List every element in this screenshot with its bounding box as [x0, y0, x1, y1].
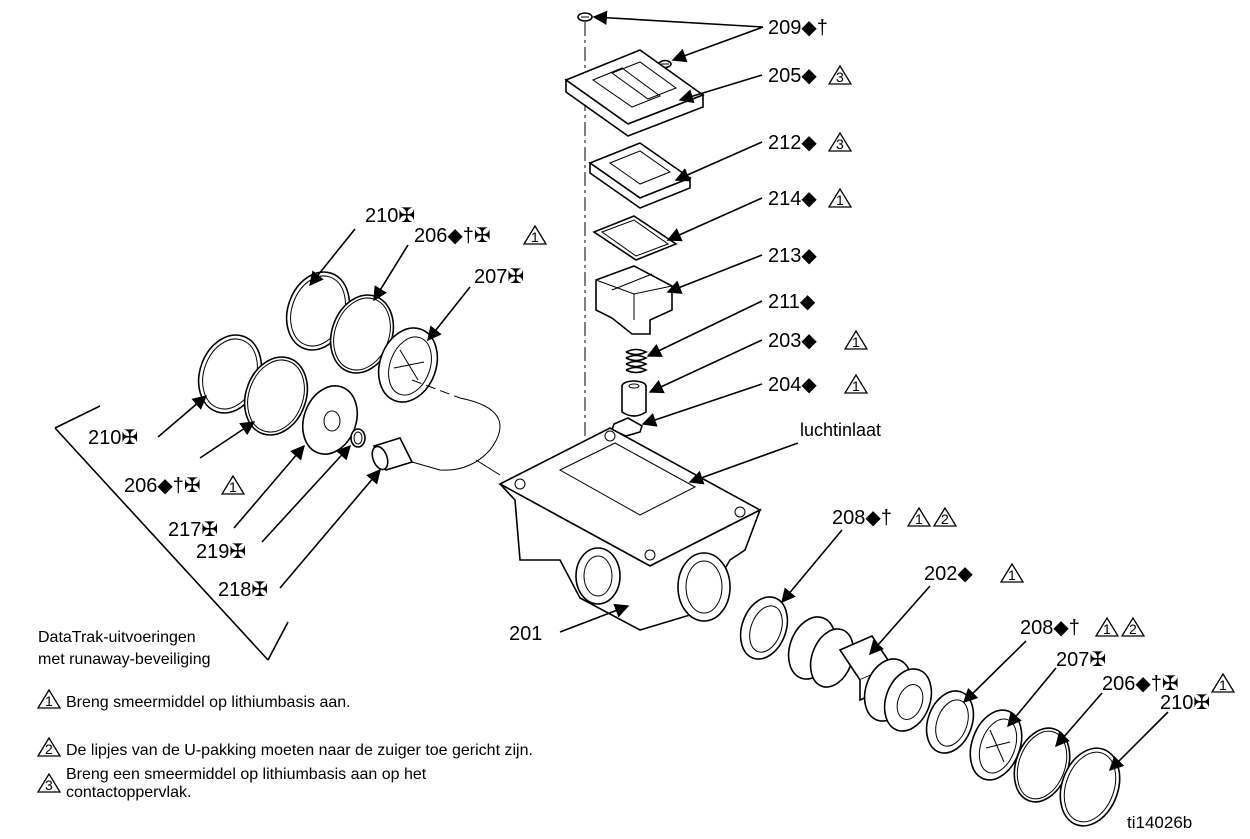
label-211: 211◆	[768, 291, 816, 313]
note-triangle-num: 3	[45, 777, 53, 793]
datatrak-bracket	[54, 405, 289, 661]
note-triangle-num: 1	[45, 693, 53, 709]
label-210-top: 210✠	[365, 205, 415, 227]
plate-205	[564, 49, 705, 137]
seal-208-lower	[925, 690, 975, 754]
label-208-upper: 208◆†	[832, 507, 892, 529]
label-209: 209◆†	[768, 17, 828, 39]
note-triangle-num: 1	[1103, 621, 1111, 637]
note-triangle-num: 1	[1219, 677, 1227, 693]
ring-210-right	[1059, 747, 1121, 827]
label-207-top: 207✠	[474, 266, 524, 288]
label-208-lower: 208◆†	[1020, 617, 1080, 639]
label-207-right: 207✠	[1056, 649, 1106, 671]
note-triangle-num: 2	[941, 511, 949, 527]
note-triangle-num: 1	[852, 378, 860, 394]
bracket-caption-line1: DataTrak-uitvoeringen	[38, 629, 196, 646]
label-217: 217✠	[168, 519, 218, 541]
label-air-inlet: luchtinlaat	[800, 420, 881, 440]
label-204: 204◆	[768, 374, 817, 396]
spring-211	[625, 348, 648, 374]
label-212: 212◆	[768, 132, 817, 154]
piston-202	[787, 616, 933, 732]
label-202: 202◆	[924, 563, 973, 585]
label-206-left: 206◆†✠	[124, 475, 201, 497]
label-219: 219✠	[196, 541, 246, 563]
label-213: 213◆	[768, 245, 817, 267]
figure-id: ti14026b	[1127, 813, 1192, 832]
screw-209-left	[577, 12, 593, 22]
label-203: 203◆	[768, 330, 817, 352]
valve-203	[621, 380, 647, 417]
label-214: 214◆	[768, 188, 817, 210]
label-201: 201	[509, 623, 542, 645]
gasket-212	[588, 142, 692, 209]
label-206-right: 206◆†✠	[1102, 673, 1179, 695]
cover-213	[595, 265, 673, 335]
note-triangle-num: 1	[915, 511, 923, 527]
seal-206-lower	[243, 356, 309, 436]
diaphragm-207-lower	[969, 709, 1023, 781]
bracket-caption-line2: met runaway-beveiliging	[38, 651, 211, 668]
note-triangle-num: 1	[229, 479, 237, 495]
label-210-left: 210✠	[88, 427, 138, 449]
note-triangle-num: 3	[836, 136, 844, 152]
note-triangle-num: 2	[45, 741, 53, 757]
piston-217	[301, 385, 359, 455]
pin-218	[371, 437, 414, 471]
note-triangle-num: 2	[1129, 621, 1137, 637]
note-triangle-num: 3	[836, 69, 844, 85]
diaphragm-207-upper	[377, 327, 439, 403]
label-205: 205◆	[768, 65, 817, 87]
label-218: 218✠	[218, 579, 268, 601]
note-triangle-num: 1	[1008, 567, 1016, 583]
seal-208-upper	[739, 596, 789, 660]
note-triangle-num: 1	[531, 229, 539, 245]
note-3-text-line2: contactoppervlak.	[66, 784, 191, 801]
note-triangle-num: 1	[852, 334, 860, 350]
oring-219	[350, 428, 366, 448]
housing-201	[498, 427, 762, 631]
note-2-text: De lipjes van de U-pakking moeten naar d…	[66, 742, 533, 759]
seal-214	[592, 215, 678, 261]
note-1-text: Breng smeermiddel op lithiumbasis aan.	[66, 694, 351, 711]
leader-arrows	[157, 10, 1169, 772]
note-3-text-line1: Breng een smeermiddel op lithiumbasis aa…	[66, 766, 427, 783]
label-210-right: 210✠	[1160, 692, 1210, 714]
note-triangle-num: 1	[836, 192, 844, 208]
label-206-top: 206◆†✠	[414, 225, 491, 247]
